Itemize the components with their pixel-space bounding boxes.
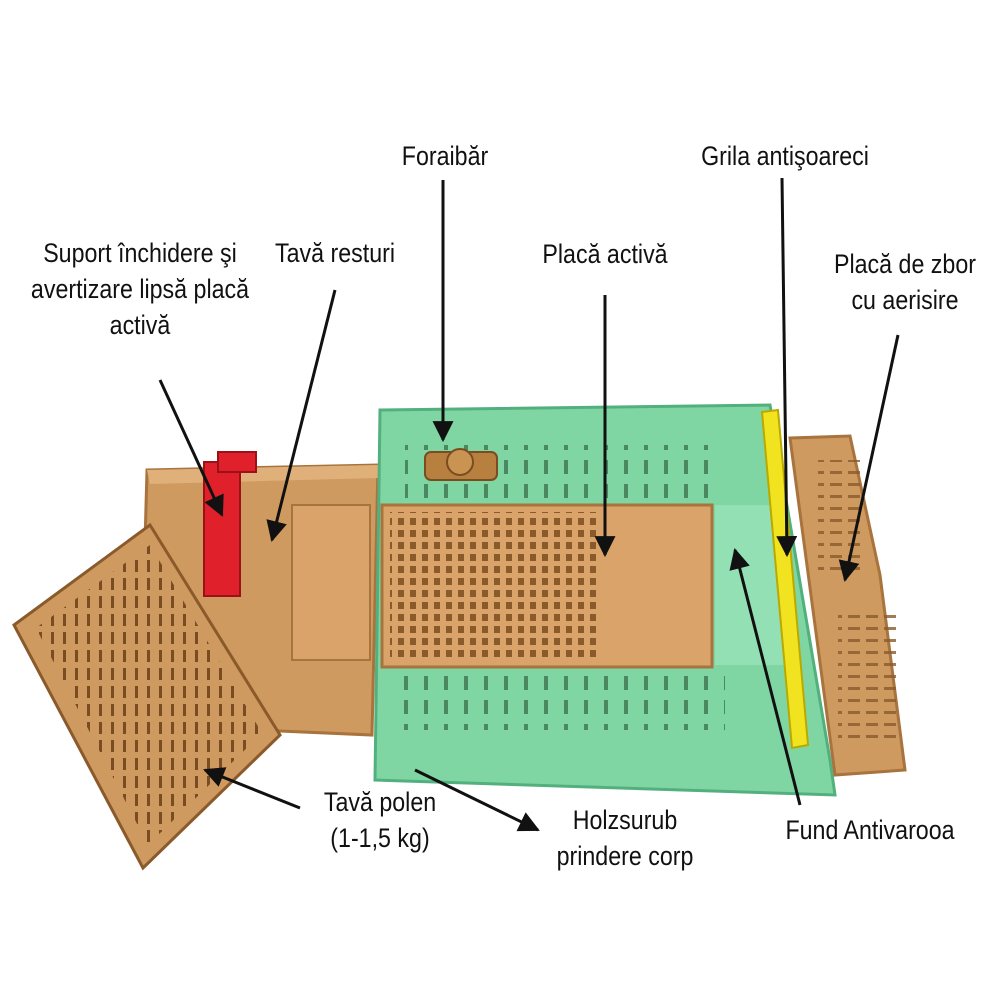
flight-board (788, 434, 907, 777)
flight-board-vents (818, 460, 860, 575)
arrow-grila (776, 177, 798, 558)
label-placa-de-zbor: Placă de zbor cu aerisire (833, 249, 976, 315)
arrow-tava-polen (203, 767, 301, 810)
label-fund-antivarooa: Fund Antivarooa (785, 815, 955, 845)
debris-tray-inner-plate (291, 504, 371, 661)
label-foraibar: Foraibăr (401, 141, 489, 171)
active-plate (380, 503, 714, 669)
arrow-holzsurub (414, 768, 540, 832)
arrow-placa-zbor (838, 334, 900, 583)
foraibar-knob (446, 448, 474, 476)
flight-board-vents-lower (838, 615, 896, 745)
red-handle-bar (203, 461, 241, 597)
label-holzsurub: Holzsurub prindere corp (556, 805, 694, 871)
arrow-suport (158, 379, 224, 517)
pointer-arrows (158, 177, 900, 832)
label-placa-activa: Placă activă (542, 239, 668, 269)
foraibar-part (424, 448, 498, 481)
red-handle-top (217, 451, 257, 473)
red-closing-support (203, 451, 257, 597)
label-tava-polen: Tavă polen (1-1,5 kg) (323, 787, 437, 853)
arrow-tava-resturi (266, 289, 337, 543)
active-plate-perforation (390, 512, 600, 660)
mouse-grill (760, 408, 810, 750)
arrow-fund (729, 547, 802, 806)
label-suport-inchidere: Suport închidere şi avertizare lipsă pla… (30, 238, 250, 340)
mouse-grill-strip (760, 408, 810, 750)
label-grila-antisoareci: Grila antişoareci (701, 141, 869, 171)
green-frame-bottom-vents (395, 670, 725, 730)
label-tava-resturi: Tavă resturi (274, 238, 396, 268)
